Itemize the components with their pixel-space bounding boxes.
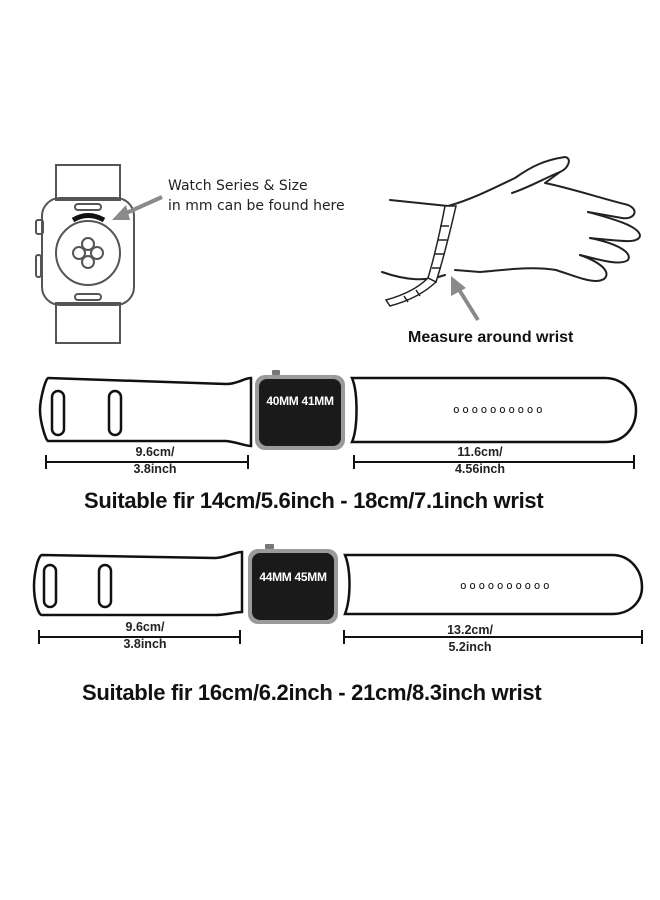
watch-side-button <box>35 254 42 278</box>
measuring-tape <box>384 205 457 307</box>
finger-outline <box>454 254 608 282</box>
large-band-strap-long <box>343 553 644 616</box>
large-watch-case <box>248 544 338 624</box>
watch-bottom-band-slot <box>74 293 102 301</box>
small-watch-case <box>255 370 345 450</box>
watch-case-back <box>41 197 135 306</box>
hand-upper-outline <box>389 156 636 220</box>
small-band-strap-short <box>38 376 253 448</box>
large-dimension-lines <box>38 630 643 644</box>
sensor-dot-icon <box>81 255 95 269</box>
strap-keeper-loop <box>107 389 123 437</box>
large-long-length-inch: 5.2inch <box>448 640 492 654</box>
thumb-outline <box>511 171 561 194</box>
small-dimension-lines <box>45 455 635 469</box>
wrist-measure-arrow <box>451 276 480 322</box>
watch-sensor-ring <box>55 220 121 286</box>
wrist-lower-outline <box>381 271 446 281</box>
watch-back-illustration <box>35 164 135 344</box>
strap-keeper-loop <box>42 563 58 609</box>
tape-end <box>384 277 438 307</box>
sensor-dot-icon <box>81 237 95 251</box>
small-short-length-cm: 9.6cm/ <box>135 445 175 459</box>
wrist-hand-illustration <box>381 156 641 282</box>
large-long-strap-length: 13.2cm/ 5.2inch <box>420 622 520 656</box>
small-band-holes: oooooooooo <box>453 403 546 416</box>
watch-top-band-slot <box>74 203 102 211</box>
small-long-strap-length: 11.6cm/ 4.56inch <box>430 444 530 478</box>
small-short-length-inch: 3.8inch <box>133 462 177 476</box>
large-long-length-cm: 13.2cm/ <box>447 623 493 637</box>
watch-series-callout: Watch Series & Size in mm can be found h… <box>168 176 345 216</box>
small-band-wrist-fit: Suitable fir 14cm/5.6inch - 18cm/7.1inch… <box>84 488 544 513</box>
small-short-strap-length: 9.6cm/ 3.8inch <box>110 444 200 478</box>
watch-series-callout-line1: Watch Series & Size <box>168 178 308 194</box>
finger-outline <box>587 211 641 243</box>
small-band-strap-long <box>350 376 638 444</box>
large-case-size-label: 44MM 45MM <box>259 570 327 584</box>
watch-series-callout-line2: in mm can be found here <box>168 198 345 214</box>
watch-info-arrow <box>112 195 163 220</box>
small-long-length-cm: 11.6cm/ <box>457 445 503 459</box>
large-band-wrist-fit: Suitable fir 16cm/6.2inch - 21cm/8.3inch… <box>82 680 542 705</box>
strap-keeper-loop <box>97 563 113 609</box>
tape-wrap <box>427 205 457 284</box>
small-long-length-inch: 4.56inch <box>454 462 506 476</box>
watch-crown <box>35 219 44 235</box>
sensor-dot-icon <box>90 246 104 260</box>
large-short-strap-length: 9.6cm/ 3.8inch <box>100 619 190 653</box>
large-band-holes: oooooooooo <box>460 579 553 592</box>
large-short-length-inch: 3.8inch <box>123 637 167 651</box>
watch-bottom-strap <box>55 302 121 344</box>
engraving-arc <box>71 213 106 223</box>
strap-keeper-loop <box>50 389 66 437</box>
finger-outline <box>579 237 630 264</box>
small-case-size-label: 40MM 41MM <box>266 394 334 408</box>
sensor-dot-icon <box>72 246 86 260</box>
large-band-strap-short <box>32 550 244 617</box>
measure-wrist-caption: Measure around wrist <box>408 329 574 346</box>
watch-top-strap <box>55 164 121 201</box>
large-short-length-cm: 9.6cm/ <box>125 620 165 634</box>
